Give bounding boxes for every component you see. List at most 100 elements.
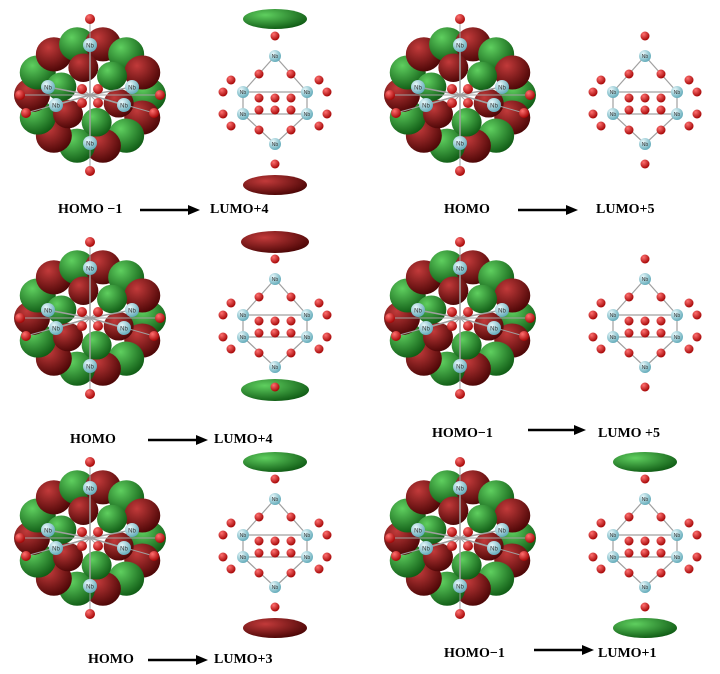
niobium-atom (671, 331, 683, 343)
oxygen-atom (93, 307, 103, 317)
oxygen-atom (455, 457, 465, 467)
oxygen-atom (640, 536, 650, 546)
niobium-label: Nb (456, 44, 464, 50)
oxygen-atom (226, 75, 236, 85)
oxygen-atom (270, 602, 280, 612)
niobium-atom (607, 108, 619, 120)
orbital-lobe (46, 515, 77, 544)
oxygen-atom (21, 108, 31, 118)
oxygen-atom (314, 344, 324, 354)
oxygen-atom (624, 69, 634, 79)
orbital-lobe (416, 295, 447, 324)
oxygen-atom (588, 332, 598, 342)
niobium-label: Nb (674, 533, 681, 539)
transition-arrow (148, 435, 208, 445)
oxygen-atom (218, 109, 228, 119)
niobium-label: Nb (128, 529, 136, 535)
orbital-lobe (451, 331, 482, 360)
oxygen-atom (640, 382, 650, 392)
oxygen-atom (656, 69, 666, 79)
oxygen-atom (286, 316, 296, 326)
orbital-lobe (97, 61, 128, 91)
niobium-atom (125, 523, 139, 537)
oxygen-atom (391, 108, 401, 118)
oxygen-atom (314, 564, 324, 574)
orbital-lobe (451, 108, 482, 137)
orbital-lobe (97, 284, 128, 314)
oxygen-atom (286, 568, 296, 578)
niobium-label: Nb (414, 529, 422, 535)
oxygen-atom (656, 536, 666, 546)
oxygen-atom (624, 105, 634, 115)
niobium-label: Nb (86, 365, 94, 371)
oxygen-atom (85, 14, 95, 24)
niobium-atom (237, 108, 249, 120)
oxygen-atom (588, 109, 598, 119)
oxygen-atom (270, 31, 280, 41)
oxygen-atom (684, 518, 694, 528)
oxygen-atom (624, 512, 634, 522)
orbital-lobe (416, 72, 447, 101)
oxygen-atom (254, 105, 264, 115)
oxygen-atom (21, 551, 31, 561)
niobium-label: Nb (490, 547, 498, 553)
niobium-atom (607, 86, 619, 98)
niobium-atom (453, 481, 467, 495)
niobium-atom (495, 523, 509, 537)
from-orbital-label: HOMO −1 (58, 202, 123, 217)
oxygen-atom (463, 527, 473, 537)
oxygen-atom (463, 84, 473, 94)
orbital-lobe (81, 108, 112, 137)
oxygen-atom (226, 298, 236, 308)
oxygen-atom (588, 87, 598, 97)
oxygen-atom (588, 530, 598, 540)
oxygen-atom (624, 292, 634, 302)
niobium-atom (117, 541, 131, 555)
niobium-label: Nb (304, 112, 311, 118)
oxygen-atom (254, 548, 264, 558)
orbital-lobe (68, 496, 99, 525)
niobium-label: Nb (128, 309, 136, 315)
from-orbital-label: HOMO (88, 652, 134, 667)
niobium-label: Nb (120, 327, 128, 333)
oxygen-atom (314, 75, 324, 85)
niobium-atom (41, 80, 55, 94)
orbital-lobe (454, 128, 491, 163)
oxygen-atom (218, 530, 228, 540)
orbital-lobe (429, 470, 466, 505)
oxygen-atom (286, 105, 296, 115)
orbital-lobe (84, 571, 121, 606)
niobium-atom (671, 108, 683, 120)
niobium-atom (411, 80, 425, 94)
niobium-atom (237, 86, 249, 98)
niobium-label: Nb (272, 142, 279, 148)
oxygen-atom (254, 512, 264, 522)
niobium-label: Nb (490, 104, 498, 110)
oxygen-atom (226, 564, 236, 574)
oxygen-atom (640, 31, 650, 41)
orbital-lobe (68, 276, 99, 305)
oxygen-atom (314, 298, 324, 308)
oxygen-atom (684, 298, 694, 308)
lumo-lobe-top (613, 452, 677, 472)
oxygen-atom (314, 518, 324, 528)
oxygen-atom (270, 254, 280, 264)
niobium-atom (411, 523, 425, 537)
niobium-label: Nb (240, 112, 247, 118)
niobium-atom (237, 551, 249, 563)
oxygen-atom (15, 533, 25, 543)
oxygen-atom (447, 527, 457, 537)
oxygen-atom (85, 457, 95, 467)
orbital-lobe (429, 250, 466, 285)
oxygen-atom (85, 166, 95, 176)
niobium-label: Nb (272, 497, 279, 503)
oxygen-atom (455, 389, 465, 399)
oxygen-atom (463, 307, 473, 317)
oxygen-atom (286, 348, 296, 358)
orbital-lobe (454, 571, 491, 606)
oxygen-atom (93, 541, 103, 551)
